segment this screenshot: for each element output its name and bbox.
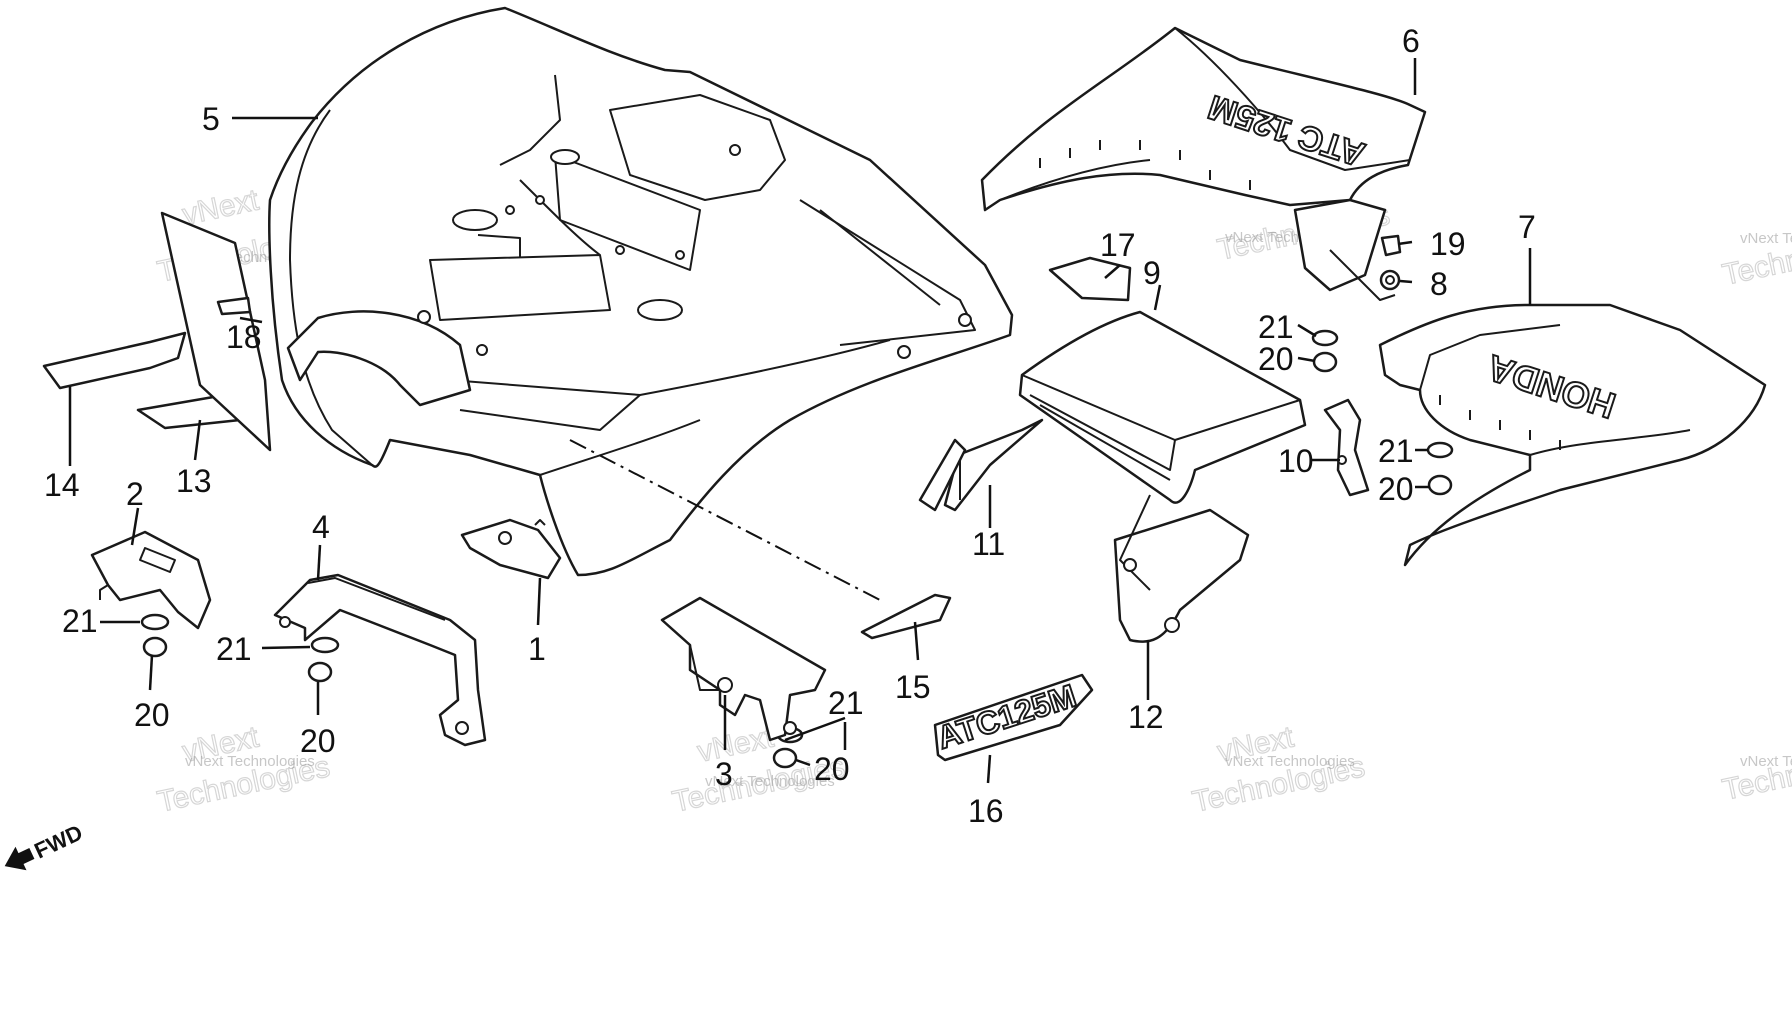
callout-7: 7: [1518, 209, 1536, 245]
callout-6: 6: [1402, 23, 1420, 59]
part-14-reflector: [42, 331, 187, 390]
callout-3: 3: [715, 756, 733, 792]
callout-2: 2: [126, 476, 144, 512]
part-4-handle-bracket: [273, 573, 487, 747]
part-7-rear-panel: HONDA: [1378, 303, 1767, 567]
watermark: Technologies: [1720, 738, 1792, 807]
callout-labels: 5 6 7 19 8 9 17 21 20 10 21 20 11 12 14 …: [44, 23, 1536, 829]
callout-21: 21: [828, 685, 864, 721]
part-9-tray: [1018, 310, 1307, 504]
callout-15: 15: [895, 669, 931, 705]
callout-11: 11: [972, 526, 1005, 562]
callout-17: 17: [1100, 227, 1136, 263]
part-2-bracket: [90, 530, 212, 630]
arrow-left-icon: [4, 846, 35, 871]
callout-20: 20: [134, 697, 170, 733]
part-12-bracket: [1113, 494, 1250, 643]
part-8-grommet: [1379, 269, 1401, 291]
leader-lines: [68, 58, 1532, 784]
part-15-plate: [860, 593, 952, 640]
part-3-bracket: [660, 596, 827, 742]
fwd-label: FWD: [30, 820, 86, 864]
part-19-screw: [1380, 234, 1402, 257]
part-5-rear-fender: [268, 6, 1014, 577]
callout-4: 4: [312, 509, 330, 545]
part-17-label-plate: [1048, 256, 1132, 302]
watermark: vNext Technologies: [1225, 753, 1355, 770]
callout-9: 9: [1143, 255, 1161, 291]
watermark: vNext Technologies: [185, 753, 315, 770]
callout-20: 20: [1258, 341, 1294, 377]
callout-21: 21: [216, 631, 252, 667]
watermark: vNext Technologies: [1740, 230, 1792, 247]
part-6-side-cover: ATC 125M: [980, 26, 1427, 301]
fastener-group: [140, 329, 1454, 769]
callout-12: 12: [1128, 699, 1164, 735]
part-18-triangle-cover: [160, 211, 272, 452]
callout-21: 21: [62, 603, 98, 639]
callout-13: 13: [176, 463, 212, 499]
callout-5: 5: [202, 101, 220, 137]
callout-21: 21: [1378, 433, 1414, 469]
fwd-direction-indicator: FWD: [4, 820, 86, 871]
watermark: vNext: [695, 720, 778, 768]
reference-line: [569, 439, 881, 601]
part-10-clip: [1323, 398, 1370, 497]
part-1-bracket: [460, 518, 562, 580]
part-16-emblem: ATC125M: [932, 673, 1094, 762]
callout-1: 1: [528, 631, 546, 667]
watermark: vNext Technologies: [705, 773, 835, 790]
callout-18: 18: [226, 319, 262, 355]
part-11-bracket: [918, 418, 1044, 512]
callout-8: 8: [1430, 266, 1448, 302]
callout-14: 14: [44, 467, 80, 503]
callout-20: 20: [300, 723, 336, 759]
callout-20: 20: [1378, 471, 1414, 507]
callout-19: 19: [1430, 226, 1466, 262]
part-16-decal-text: ATC125M: [933, 677, 1081, 756]
callout-21: 21: [1258, 309, 1294, 345]
watermark: vNext Technologies: [1740, 753, 1792, 770]
callout-20: 20: [814, 751, 850, 787]
callout-10: 10: [1278, 443, 1314, 479]
callout-16: 16: [968, 793, 1004, 829]
